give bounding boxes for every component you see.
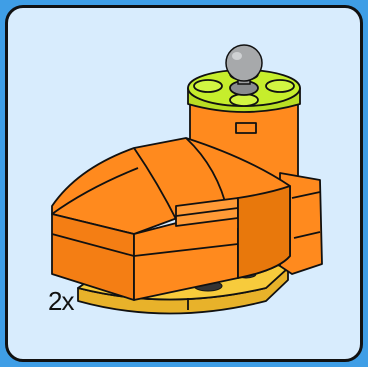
instruction-panel: 2x	[5, 5, 363, 362]
quantity-label: 2x	[48, 288, 73, 314]
